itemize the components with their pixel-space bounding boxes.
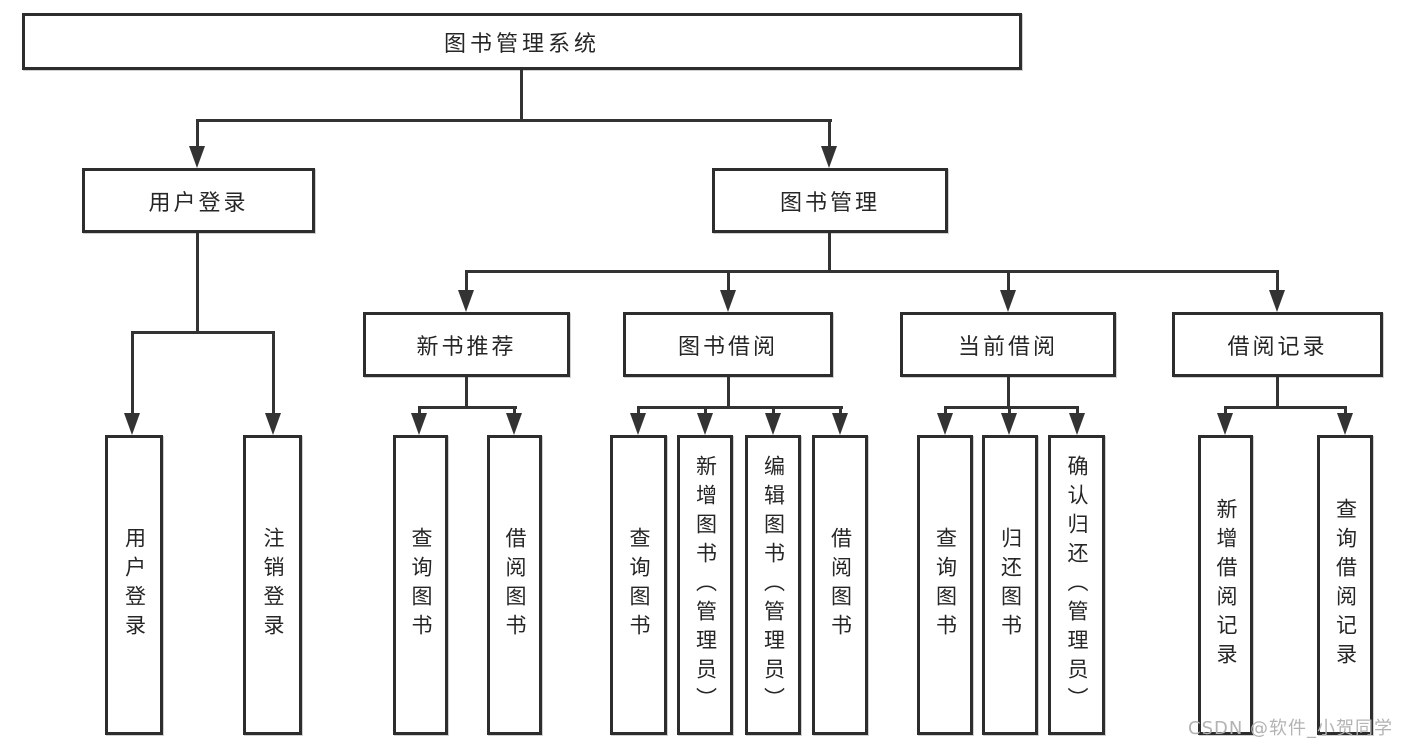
node-user-login: 用户登录 <box>82 168 315 233</box>
arrow-down-icon <box>189 146 205 168</box>
connector-line <box>465 270 1279 273</box>
leaf-query-books-borrow: 查询图书 <box>610 435 667 735</box>
node-label: 查询图书 <box>933 527 958 643</box>
node-label: 用户登录 <box>148 190 249 216</box>
connector-line <box>272 333 275 418</box>
connector-line <box>418 408 421 416</box>
node-label: 图书管理 <box>779 190 880 216</box>
arrow-down-icon <box>265 413 281 435</box>
arrow-down-icon <box>697 413 713 435</box>
node-label: 图书管理系统 <box>443 31 600 57</box>
arrow-down-icon <box>1337 413 1353 435</box>
connector-line <box>637 406 843 409</box>
connector-line <box>196 233 199 333</box>
node-label: 图书借阅 <box>677 334 778 360</box>
leaf-logout: 注销登录 <box>243 435 302 735</box>
arrow-down-icon <box>458 290 474 312</box>
node-label: 新增借阅记录 <box>1214 498 1238 672</box>
node-label: 查询图书 <box>627 527 651 643</box>
arrow-down-icon <box>1217 413 1233 435</box>
connector-line <box>1344 408 1347 416</box>
connector-line <box>196 120 199 150</box>
arrow-down-icon <box>832 413 848 435</box>
connector-line <box>1007 272 1010 292</box>
connector-line <box>1007 377 1010 408</box>
leaf-query-books-current: 查询图书 <box>917 435 973 735</box>
node-label: 当前借阅 <box>957 334 1058 360</box>
arrow-down-icon <box>630 413 646 435</box>
connector-line <box>772 408 775 416</box>
node-book-borrow: 图书借阅 <box>623 312 833 377</box>
leaf-borrow-books: 借阅图书 <box>812 435 868 735</box>
connector-line <box>828 233 831 272</box>
node-label: 注销登录 <box>261 527 285 643</box>
node-borrow-records: 借阅记录 <box>1172 312 1383 377</box>
arrow-down-icon <box>124 413 140 435</box>
arrow-down-icon <box>1269 290 1285 312</box>
arrow-down-icon <box>411 413 427 435</box>
arrow-down-icon <box>1001 413 1017 435</box>
connector-line <box>131 331 275 334</box>
node-label: 借阅图书 <box>503 527 527 643</box>
node-label: 编辑图书（管理员） <box>761 454 786 716</box>
connector-line <box>1276 377 1279 408</box>
node-label: 确认归还（管理员） <box>1065 454 1089 716</box>
node-library-system: 图书管理系统 <box>22 13 1022 70</box>
arrow-down-icon <box>821 146 837 168</box>
connector-line <box>465 272 468 292</box>
connector-line <box>1008 408 1011 416</box>
connector-line <box>418 406 517 409</box>
connector-line <box>704 408 707 416</box>
connector-line <box>828 120 831 150</box>
leaf-borrow-books-recommend: 借阅图书 <box>487 435 542 735</box>
node-label: 新书推荐 <box>416 334 517 360</box>
connector-line <box>196 119 832 122</box>
node-current-borrow: 当前借阅 <box>900 312 1116 377</box>
node-label: 用户登录 <box>122 527 147 643</box>
leaf-return-books: 归还图书 <box>982 435 1038 735</box>
leaf-edit-books-admin: 编辑图书（管理员） <box>745 435 801 735</box>
arrow-down-icon <box>1069 413 1085 435</box>
arrow-down-icon <box>506 413 522 435</box>
node-new-book-recommend: 新书推荐 <box>363 312 570 377</box>
arrow-down-icon <box>1000 290 1016 312</box>
node-label: 归还图书 <box>998 527 1023 643</box>
leaf-query-books-recommend: 查询图书 <box>393 435 448 735</box>
node-label: 查询图书 <box>409 527 433 643</box>
arrow-down-icon <box>720 290 736 312</box>
connector-line <box>513 408 516 416</box>
connector-line <box>637 408 640 416</box>
connector-line <box>1224 406 1347 409</box>
arrow-down-icon <box>765 413 781 435</box>
arrow-down-icon <box>937 413 953 435</box>
leaf-query-borrow-record: 查询借阅记录 <box>1317 435 1373 735</box>
node-label: 借阅记录 <box>1227 334 1328 360</box>
leaf-user-login: 用户登录 <box>105 435 163 735</box>
connector-line <box>131 333 134 418</box>
connector-line <box>839 408 842 416</box>
leaf-add-borrow-record: 新增借阅记录 <box>1198 435 1253 735</box>
node-book-management: 图书管理 <box>712 168 948 233</box>
connector-line <box>944 408 947 416</box>
connector-line <box>520 70 523 120</box>
connector-line <box>944 406 1079 409</box>
node-label: 借阅图书 <box>828 527 853 643</box>
leaf-add-books-admin: 新增图书（管理员） <box>677 435 733 735</box>
leaf-confirm-return-admin: 确认归还（管理员） <box>1048 435 1105 735</box>
connector-line <box>1276 272 1279 292</box>
connector-line <box>1224 408 1227 416</box>
connector-line <box>727 377 730 408</box>
watermark: CSDN @软件_小贺同学 <box>1188 718 1394 739</box>
connector-line <box>465 377 468 408</box>
connector-line <box>1076 408 1079 416</box>
connector-line <box>727 272 730 292</box>
node-label: 新增图书（管理员） <box>693 454 718 716</box>
node-label: 查询借阅记录 <box>1333 498 1358 672</box>
